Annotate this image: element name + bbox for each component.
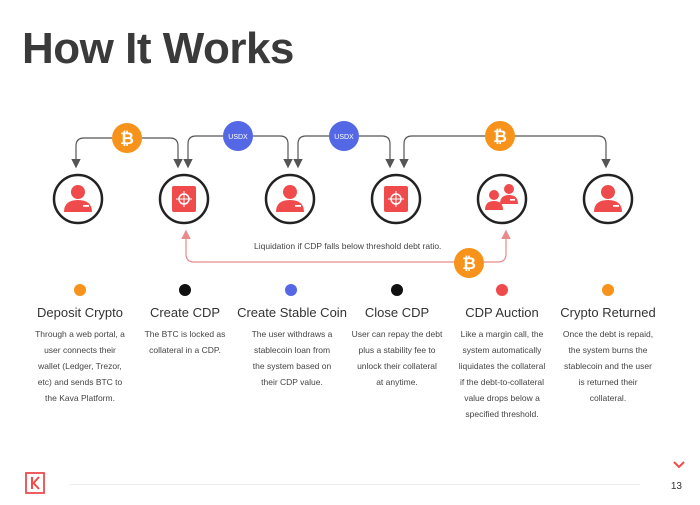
connector-cdp-to-stablecoin xyxy=(183,135,293,169)
step-desc-close-cdp: User can repay the debt plus a stability… xyxy=(351,329,443,387)
connector-close-to-returned xyxy=(399,135,611,169)
node-close-cdp xyxy=(370,173,422,225)
node-create-stable-coin xyxy=(264,173,316,225)
users-group-icon xyxy=(485,184,518,210)
step-dot-deposit xyxy=(74,284,86,296)
step-title-auction: CDP Auction xyxy=(465,305,539,320)
step-desc-returned: Once the debt is repaid, the system burn… xyxy=(562,329,654,403)
btc-icon: ₿ xyxy=(493,127,507,147)
step-title-returned: Crypto Returned xyxy=(560,305,656,320)
step-dot-returned xyxy=(602,284,614,296)
step-desc-auction: Like a margin call, the system automatic… xyxy=(458,329,546,419)
footer-divider xyxy=(70,484,640,485)
step-dot-stable-coin xyxy=(285,284,297,296)
step-title-close-cdp: Close CDP xyxy=(364,305,430,320)
vault-icon xyxy=(172,186,196,212)
connector-liquidation xyxy=(181,229,511,263)
usdx-badge-2: USDX xyxy=(329,121,359,151)
liquidation-note: Liquidation if CDP falls below threshold… xyxy=(254,241,442,251)
vault-icon xyxy=(384,186,408,212)
step-desc-stable-coin: The user withdraws a stablecoin loan fro… xyxy=(251,329,333,387)
chevron-down-icon xyxy=(673,461,685,469)
step-title-deposit: Deposit Crypto xyxy=(37,305,123,320)
user-icon xyxy=(594,185,622,212)
btc-badge-liquidation: ₿ xyxy=(454,248,484,278)
step-dot-create-cdp xyxy=(179,284,191,296)
user-icon xyxy=(276,185,304,212)
page-title: How It Works xyxy=(22,24,294,73)
user-icon xyxy=(64,185,92,212)
step-dot-close-cdp xyxy=(391,284,403,296)
svg-text:USDX: USDX xyxy=(228,134,248,141)
btc-icon: ₿ xyxy=(120,129,134,149)
node-create-cdp xyxy=(158,173,210,225)
btc-icon: ₿ xyxy=(462,254,476,274)
step-title-create-cdp: Create CDP xyxy=(149,305,221,320)
node-cdp-auction xyxy=(476,173,528,225)
step-dot-auction xyxy=(496,284,508,296)
step-desc-deposit: Through a web portal, a user connects th… xyxy=(35,329,125,403)
btc-badge-2: ₿ xyxy=(485,121,515,151)
kava-logo-icon xyxy=(25,472,45,494)
connector-deposit-to-cdp xyxy=(71,137,183,169)
step-desc-create-cdp: The BTC is locked as collateral in a CDP… xyxy=(144,329,226,355)
svg-text:USDX: USDX xyxy=(334,134,354,141)
node-deposit-crypto xyxy=(52,173,104,225)
usdx-badge-1: USDX xyxy=(223,121,253,151)
step-title-stable-coin: Create Stable Coin xyxy=(237,305,347,320)
page-number: 13 xyxy=(670,481,682,492)
node-crypto-returned xyxy=(582,173,634,225)
connector-stablecoin-to-close xyxy=(293,135,395,169)
btc-badge-1: ₿ xyxy=(112,123,142,153)
